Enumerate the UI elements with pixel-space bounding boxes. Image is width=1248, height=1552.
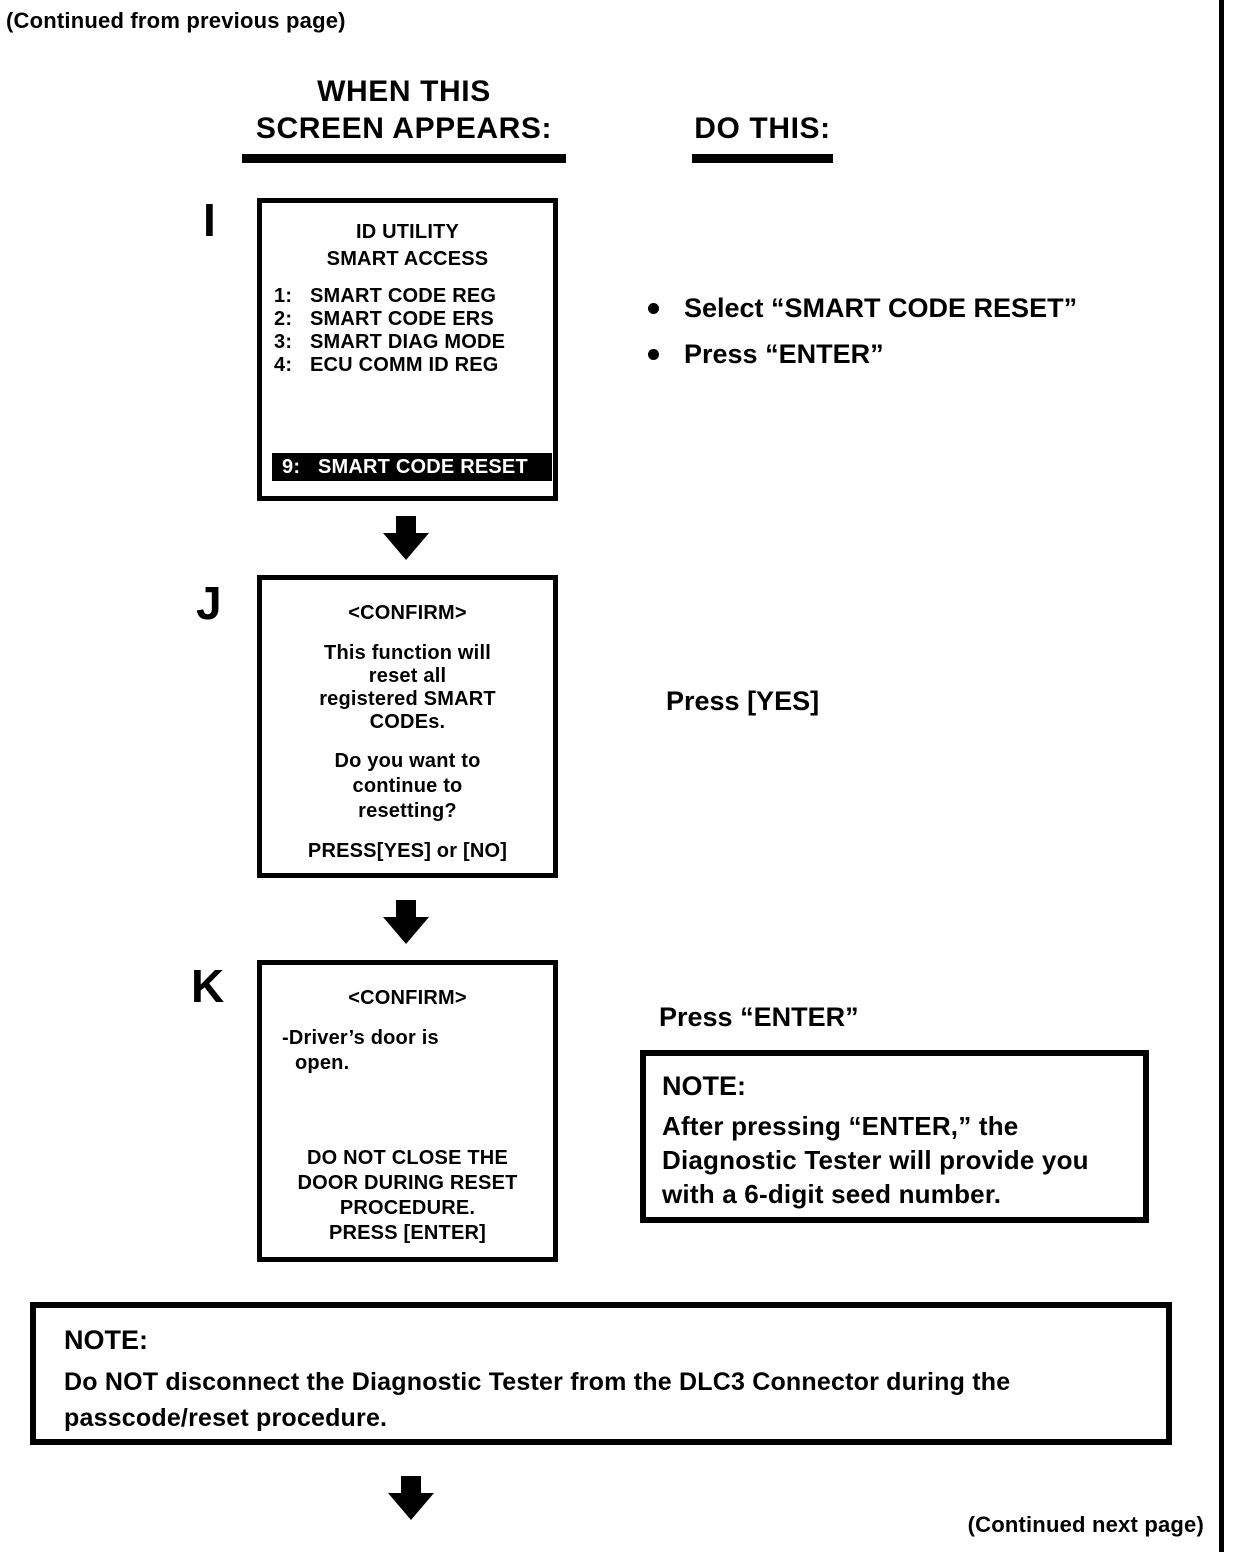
step-label-i: I (203, 194, 216, 246)
down-arrow-icon (383, 900, 429, 944)
step-label-k: K (191, 960, 225, 1012)
note-body: Do NOT disconnect the Diagnostic Tester … (64, 1368, 1011, 1432)
screen-j-body2: Do you want to continue to resetting? (334, 750, 481, 822)
note-title: NOTE: (662, 1071, 746, 1101)
menu-item-number: 1: (274, 285, 293, 307)
action-press-yes: Press [YES] (666, 686, 820, 716)
menu-item-label: SMART CODE ERS (310, 308, 494, 330)
screen-k-body1: -Driver’s door is open. (282, 1026, 553, 1076)
menu-item-smart-code-reset-highlighted: 9: SMART CODE RESET (272, 453, 552, 481)
page-right-border (1219, 0, 1224, 1552)
screen-k-body1-line1: -Driver’s door is (282, 1027, 439, 1049)
menu-item-number: 3: (274, 331, 293, 353)
screen-k-footer: PRESS [ENTER] (328, 1222, 487, 1244)
menu-item-number: 2: (274, 308, 293, 330)
screen-j-body1: This function will reset all registered … (319, 642, 496, 733)
screen-j-footer: PRESS[YES] or [NO] (307, 840, 508, 862)
screen-k-body1-line2: open. (295, 1052, 350, 1074)
screen-i-title: ID UTILITY SMART ACCESS (326, 221, 489, 270)
note-body: After pressing “ENTER,” the Diagnostic T… (662, 1111, 1089, 1209)
action-press-enter-k: Press “ENTER” (659, 1002, 859, 1032)
note-box-do-not-disconnect: NOTE: Do NOT disconnect the Diagnostic T… (30, 1302, 1172, 1445)
screen-i-menu: 1: SMART CODE REG 2: SMART CODE ERS 3: SMAR… (262, 285, 553, 377)
menu-item-number: 9: (282, 456, 301, 478)
action-select-smart-code-reset: Select “SMART CODE RESET” (648, 292, 1077, 324)
menu-item-label: SMART CODE RESET (318, 456, 528, 478)
down-arrow-icon (388, 1476, 434, 1520)
action-press-enter: Press “ENTER” (648, 338, 1077, 370)
action-text: Press “ENTER” (684, 339, 884, 369)
menu-item-label: ECU COMM ID REG (310, 354, 499, 376)
menu-item-smart-diag-mode: 3: SMART DIAG MODE (274, 331, 553, 354)
screen-k-body2: DO NOT CLOSE THE DOOR DURING RESET PROCE… (297, 1147, 518, 1219)
continued-from-previous: (Continued from previous page) (6, 8, 346, 33)
step-label-j: J (196, 577, 222, 629)
menu-item-label: SMART DIAG MODE (310, 331, 506, 353)
menu-item-smart-code-ers: 2: SMART CODE ERS (274, 308, 553, 331)
action-text: Select “SMART CODE RESET” (684, 293, 1078, 323)
screen-j-heading: <CONFIRM> (348, 602, 467, 624)
bullet-icon (648, 303, 659, 314)
screen-k-heading: <CONFIRM> (348, 987, 467, 1009)
down-arrow-icon (383, 516, 429, 560)
note-box-seed-number: NOTE: After pressing “ENTER,” the Diagno… (640, 1050, 1149, 1223)
tester-screen-j: <CONFIRM> This function will reset all r… (257, 575, 558, 878)
continued-next-page: (Continued next page) (967, 1512, 1204, 1537)
menu-item-label: SMART CODE REG (310, 285, 497, 307)
tester-screen-i: ID UTILITY SMART ACCESS 1: SMART CODE REG… (257, 198, 558, 501)
step-i-actions: Select “SMART CODE RESET” Press “ENTER” (648, 292, 1077, 384)
column-header-do-this: DO THIS: (692, 110, 833, 163)
bullet-icon (648, 349, 659, 360)
menu-item-smart-code-reg: 1: SMART CODE REG (274, 285, 553, 308)
menu-item-number: 4: (274, 354, 293, 376)
tester-screen-k: <CONFIRM> -Driver’s door is open. DO NOT… (257, 960, 558, 1262)
note-title: NOTE: (64, 1325, 148, 1355)
menu-item-ecu-comm-id-reg: 4: ECU COMM ID REG (274, 354, 553, 377)
column-header-when-this-screen-appears: WHEN THIS SCREEN APPEARS: (242, 73, 566, 163)
